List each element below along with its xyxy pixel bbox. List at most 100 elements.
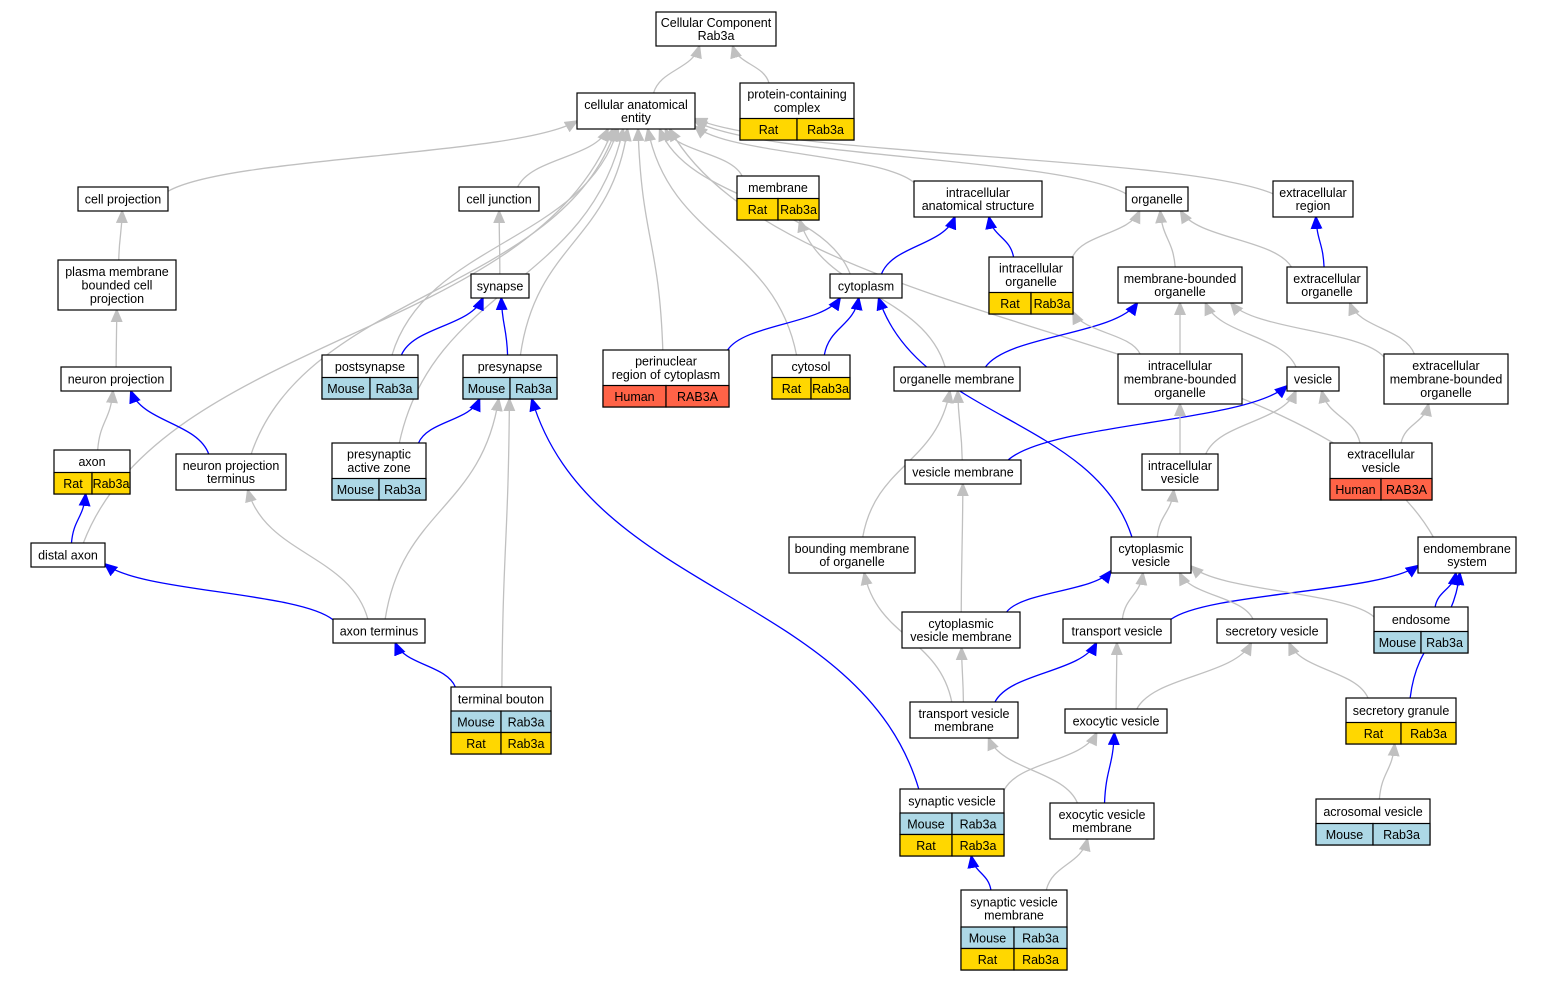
node-box (77, 186, 169, 212)
node-box (470, 273, 530, 299)
node-box (1141, 453, 1219, 491)
node-label-line: organelle (1301, 285, 1352, 299)
node-label-line: active zone (347, 461, 410, 475)
node-label-line: neuron projection (68, 373, 165, 387)
node-label-line: synaptic vesicle (908, 795, 996, 809)
gene-label: Rab3a (1410, 727, 1447, 741)
species-label: Mouse (1326, 828, 1364, 842)
node-box (1049, 802, 1155, 840)
edge-npt-to-cae (250, 127, 618, 455)
edge-ecves-to-vesicle (1318, 389, 1361, 444)
edge-exoves-to-secves (1136, 641, 1253, 710)
node-box (1117, 353, 1243, 405)
species-label: Human (1335, 483, 1375, 497)
node-label-line: cytoplasmic (1118, 542, 1183, 556)
gene-cell (796, 117, 855, 141)
species-label: Rat (916, 839, 936, 853)
node-label-line: exocytic vesicle (1059, 808, 1146, 822)
edge-icves-to-vesicle (1205, 389, 1297, 455)
node-celljunc[interactable]: cell junction (458, 186, 540, 212)
node-cellproj[interactable]: cell projection (77, 186, 169, 212)
gene-cell (1013, 947, 1068, 971)
edge-ecmbo-to-ecorg (1348, 301, 1415, 355)
species-label: Rat (1364, 727, 1384, 741)
edge-evm-to-exoves (1103, 731, 1120, 804)
edge-distaxon-to-axon (70, 492, 91, 544)
edge-vesmem-to-vesicle (1007, 384, 1289, 461)
node-organelle[interactable]: organelle (1125, 186, 1189, 212)
gene-cell (665, 384, 730, 408)
node-synapse[interactable]: synapse (470, 273, 530, 299)
gene-label: Rab3a (515, 382, 552, 396)
node-label-line: intracellular (999, 262, 1063, 276)
node-secves[interactable]: secretory vesicle (1216, 618, 1328, 644)
species-label: Mouse (907, 817, 945, 831)
node-transves[interactable]: transport vesicle (1062, 618, 1172, 644)
edge-cvm-to-cytves (1006, 569, 1113, 613)
node-vesicle[interactable]: vesicle (1286, 366, 1340, 392)
edge-distaxon-to-cae (82, 127, 615, 544)
node-cytoplasm[interactable]: cytoplasm (829, 273, 903, 299)
edge-perinuc-to-cae (632, 127, 664, 351)
node-exoves[interactable]: exocytic vesicle (1064, 708, 1168, 734)
node-box (788, 536, 916, 574)
edge-perinuc-to-cytoplasm (727, 296, 842, 351)
node-box (30, 542, 106, 568)
node-label-line: organelle (1420, 386, 1471, 400)
species-label: Rat (782, 382, 802, 396)
node-box (655, 11, 777, 47)
species-label: Mouse (468, 382, 506, 396)
species-label: Rat (466, 737, 486, 751)
node-label-line: secretory vesicle (1225, 625, 1318, 639)
node-label-line: endomembrane (1423, 542, 1511, 556)
gene-cell (369, 376, 419, 400)
node-box (1417, 536, 1517, 574)
edge-axonterm-to-presyn (384, 397, 503, 620)
node-label-line: cytosol (792, 360, 831, 374)
node-axonterm[interactable]: axon terminus (332, 618, 426, 644)
edge-pcc-to-root (730, 44, 770, 84)
node-vesmem[interactable]: vesicle membrane (904, 459, 1022, 485)
gene-cell (378, 477, 427, 501)
node-orgmem[interactable]: organelle membrane (893, 366, 1021, 392)
node-neuproj[interactable]: neuron projection (60, 366, 172, 392)
gene-cell (509, 376, 558, 400)
edge-ecves-to-ecmbo (1400, 402, 1432, 444)
species-label: Mouse (337, 483, 375, 497)
node-box (829, 273, 903, 299)
node-distaxon[interactable]: distal axon (30, 542, 106, 568)
